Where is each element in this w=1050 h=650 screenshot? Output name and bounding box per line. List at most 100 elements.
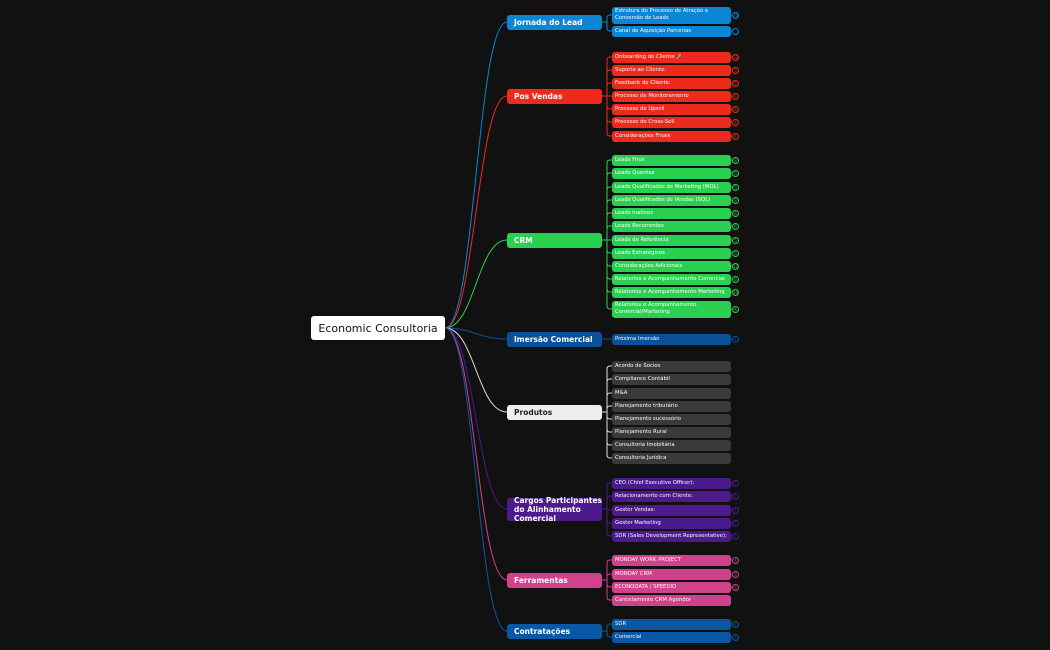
- child-node[interactable]: Canal de Aquisição Parcerias: [612, 25, 731, 37]
- collapse-count-badge[interactable]: 6: [732, 222, 739, 230]
- collapse-count-badge[interactable]: 6: [732, 105, 739, 113]
- child-node[interactable]: Leads Recorrentes: [612, 220, 731, 232]
- child-edge: [602, 95, 612, 137]
- child-edge: [602, 21, 612, 32]
- collapse-count-badge[interactable]: 1: [732, 532, 739, 540]
- child-node[interactable]: Leads Estratégicos: [612, 247, 731, 259]
- child-node[interactable]: Processo de Cross-Sell: [612, 116, 731, 128]
- collapse-count-badge[interactable]: 4: [732, 132, 739, 140]
- root-edge: [444, 21, 508, 329]
- collapse-count-badge[interactable]: 4: [732, 620, 739, 628]
- collapse-count-badge[interactable]: 5: [732, 570, 739, 578]
- child-node[interactable]: Consultoria Imobiliária: [612, 439, 731, 451]
- collapse-count-badge[interactable]: 8: [732, 156, 739, 164]
- collapse-count-badge[interactable]: 1: [732, 492, 739, 500]
- collapse-count-badge[interactable]: 5: [732, 79, 739, 87]
- collapse-count-badge[interactable]: 5: [732, 183, 739, 191]
- collapse-count-badge[interactable]: 12: [732, 262, 739, 270]
- child-node[interactable]: Onboarding do Cliente 🚀: [612, 51, 731, 63]
- child-node[interactable]: Gestor Vendas:: [612, 504, 731, 516]
- collapse-count-badge[interactable]: 12: [732, 53, 739, 61]
- child-node[interactable]: Estrutura do Processo de Atração e Conve…: [612, 6, 731, 24]
- branch-node[interactable]: Contratações: [507, 623, 602, 639]
- collapse-count-badge[interactable]: 4: [732, 118, 739, 126]
- collapse-count-badge[interactable]: 1: [732, 519, 739, 527]
- child-node[interactable]: M&A: [612, 387, 731, 399]
- collapse-count-badge[interactable]: 4: [732, 305, 739, 313]
- child-node[interactable]: Planejamento Rural: [612, 426, 731, 438]
- child-node[interactable]: Acordo de Socios: [612, 360, 731, 372]
- child-node[interactable]: Próxima Imersão: [612, 333, 731, 345]
- child-node[interactable]: CEO (Chief Executive Officer):: [612, 477, 731, 489]
- branch-node[interactable]: Jornada do Lead: [507, 14, 602, 30]
- child-node[interactable]: Considerações Adicionais: [612, 260, 731, 272]
- child-node[interactable]: Suporte ao Cliente:: [612, 64, 731, 76]
- branch-node[interactable]: Pos Vendas: [507, 88, 602, 104]
- root-node[interactable]: Economic Consultoria: [311, 316, 445, 340]
- child-node[interactable]: Relatorios e Acompanhamento Comercial/Ma…: [612, 300, 731, 318]
- child-node[interactable]: Gestor Marketing: [612, 517, 731, 529]
- child-node[interactable]: Considerações Finais: [612, 130, 731, 142]
- root-edge: [444, 327, 508, 632]
- child-node[interactable]: Relatorios e Acompanhamento Marketing: [612, 286, 731, 298]
- child-node[interactable]: Relatorios e Acompanhamento Comercial: [612, 273, 731, 285]
- child-node[interactable]: SDR (Sales Development Representative):: [612, 530, 731, 542]
- child-edge: [602, 405, 612, 413]
- root-edge: [444, 95, 508, 329]
- root-edge: [444, 327, 508, 413]
- branch-node[interactable]: Cargos Participantes do Alinhamento Come…: [507, 496, 602, 523]
- child-node[interactable]: Processo de Monitoramento: [612, 90, 731, 102]
- collapse-count-badge[interactable]: 6: [732, 209, 739, 217]
- child-node[interactable]: SDR: [612, 618, 731, 630]
- child-node[interactable]: Comercial: [612, 631, 731, 643]
- child-node[interactable]: ECONODATA / SPEEDIO: [612, 581, 731, 593]
- child-edge: [602, 82, 612, 97]
- root-edge: [444, 327, 508, 581]
- child-edge: [602, 239, 612, 310]
- collapse-count-badge[interactable]: 6: [732, 275, 739, 283]
- branch-node[interactable]: CRM: [507, 232, 602, 248]
- child-node[interactable]: Processo de Upsell: [612, 103, 731, 115]
- collapse-count-badge[interactable]: 1: [732, 335, 739, 343]
- branch-node[interactable]: Imersão Comercial: [507, 331, 602, 347]
- child-node[interactable]: Feedback do Cliente:: [612, 77, 731, 89]
- child-node[interactable]: Cancelamento CRM Agendor: [612, 594, 731, 606]
- collapse-count-badge[interactable]: 5: [732, 249, 739, 257]
- child-edge: [602, 623, 612, 632]
- child-node[interactable]: Compliance Contábil: [612, 373, 731, 385]
- collapse-count-badge[interactable]: 1: [732, 506, 739, 514]
- child-edge: [602, 411, 612, 459]
- child-edge: [602, 225, 612, 241]
- child-node[interactable]: Leads Inativos: [612, 207, 731, 219]
- collapse-count-badge[interactable]: 6: [732, 92, 739, 100]
- child-node[interactable]: MONDAY WORK PROJECT: [612, 554, 731, 566]
- collapse-count-badge[interactable]: 5: [732, 169, 739, 177]
- collapse-count-badge[interactable]: 1: [732, 479, 739, 487]
- child-node[interactable]: Leads de Referência: [612, 234, 731, 246]
- child-node[interactable]: Leads Frios: [612, 154, 731, 166]
- child-edge: [602, 508, 612, 537]
- collapse-count-badge[interactable]: 10: [732, 288, 739, 296]
- collapse-count-badge[interactable]: [732, 27, 739, 35]
- collapse-count-badge[interactable]: 5: [732, 583, 739, 591]
- collapse-count-badge[interactable]: 5: [732, 66, 739, 74]
- child-edge: [602, 14, 612, 23]
- child-node[interactable]: Planejamento sucessório: [612, 413, 731, 425]
- child-node[interactable]: Relacionamento com Cliente:: [612, 490, 731, 502]
- collapse-count-badge[interactable]: 10: [732, 11, 739, 19]
- collapse-count-badge[interactable]: 4: [732, 556, 739, 564]
- collapse-count-badge[interactable]: 4: [732, 633, 739, 641]
- collapse-count-badge[interactable]: 5: [732, 236, 739, 244]
- child-node[interactable]: MONDAY CRM: [612, 568, 731, 580]
- child-node[interactable]: Planejamento tributário: [612, 400, 731, 412]
- child-node[interactable]: Consultoria Jurídica: [612, 452, 731, 464]
- child-edge: [602, 630, 612, 638]
- child-node[interactable]: Leads Quentes: [612, 167, 731, 179]
- branch-node[interactable]: Ferramentas: [507, 572, 602, 588]
- child-node[interactable]: Leads Qualificados de Marketing (MQL): [612, 181, 731, 193]
- collapse-count-badge[interactable]: 8: [732, 196, 739, 204]
- child-node[interactable]: Leads Qualificados de Vendas (SQL): [612, 194, 731, 206]
- branch-node[interactable]: Produtos: [507, 404, 602, 420]
- root-edge: [444, 327, 508, 510]
